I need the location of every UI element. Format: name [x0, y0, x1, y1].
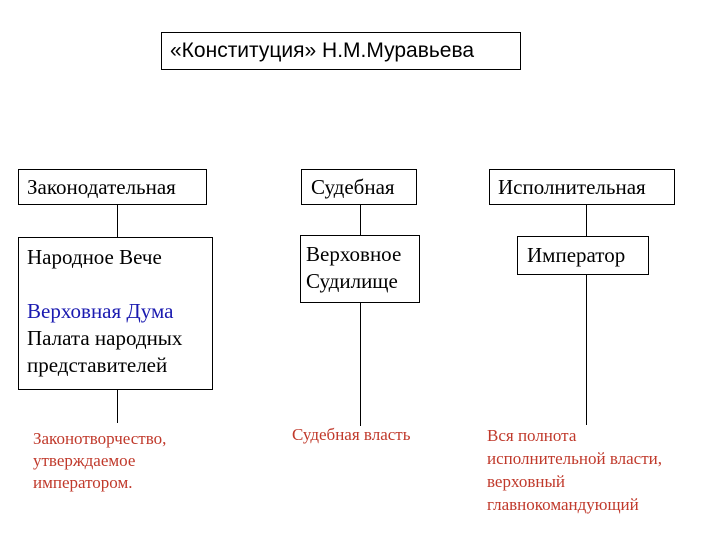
- executive-line-emperor: Император: [527, 243, 626, 267]
- note-executive-line-2: исполнительной власти,: [487, 449, 663, 468]
- branch-header-judicial: Судебная: [301, 169, 417, 205]
- diagram-title: «Конституция» Н.М.Муравьева: [161, 32, 521, 70]
- note-executive-line-4: главнокомандующий: [487, 495, 639, 514]
- judicial-line-supreme: Верховное: [306, 242, 402, 266]
- legislative-line-supreme-duma: Верховная Дума: [27, 299, 174, 323]
- judicial-line-court: Судилище: [306, 269, 398, 293]
- diagram-title-text: «Конституция» Н.М.Муравьева: [170, 39, 475, 62]
- connector-legislative-bottom: [117, 390, 118, 423]
- note-legislative: Законотворчество, утверждаемое император…: [33, 428, 166, 494]
- connector-executive-bottom: [586, 275, 587, 425]
- note-legislative-line-2: утверждаемое: [33, 451, 136, 470]
- body-executive: Император: [517, 236, 649, 275]
- connector-executive-top: [586, 205, 587, 236]
- note-judicial-line-1: Судебная власть: [292, 425, 411, 444]
- legislative-line-representatives: представителей: [27, 353, 168, 377]
- branch-header-legislative: Законодательная: [18, 169, 207, 205]
- note-executive: Вся полнота исполнительной власти, верхо…: [487, 424, 662, 516]
- body-judicial: Верховное Судилище: [300, 235, 420, 303]
- legislative-line-chamber: Палата народных: [27, 326, 183, 350]
- connector-judicial-top: [360, 205, 361, 236]
- branch-header-judicial-text: Судебная: [311, 175, 395, 199]
- branch-header-executive-text: Исполнительная: [498, 175, 646, 199]
- note-executive-line-3: верховный: [487, 472, 565, 491]
- connector-legislative-top: [117, 205, 118, 238]
- branch-header-executive: Исполнительная: [489, 169, 675, 205]
- note-executive-line-1: Вся полнота: [487, 426, 577, 445]
- note-legislative-line-1: Законотворчество,: [33, 429, 167, 448]
- body-legislative: Народное Вече Верховная Дума Палата наро…: [18, 237, 213, 390]
- connector-judicial-bottom: [360, 303, 361, 426]
- legislative-line-people-veche: Народное Вече: [27, 245, 162, 269]
- branch-header-legislative-text: Законодательная: [27, 175, 176, 199]
- note-judicial: Судебная власть: [292, 424, 410, 446]
- note-legislative-line-3: императором.: [33, 473, 133, 492]
- legislative-line-spacer: [27, 271, 212, 298]
